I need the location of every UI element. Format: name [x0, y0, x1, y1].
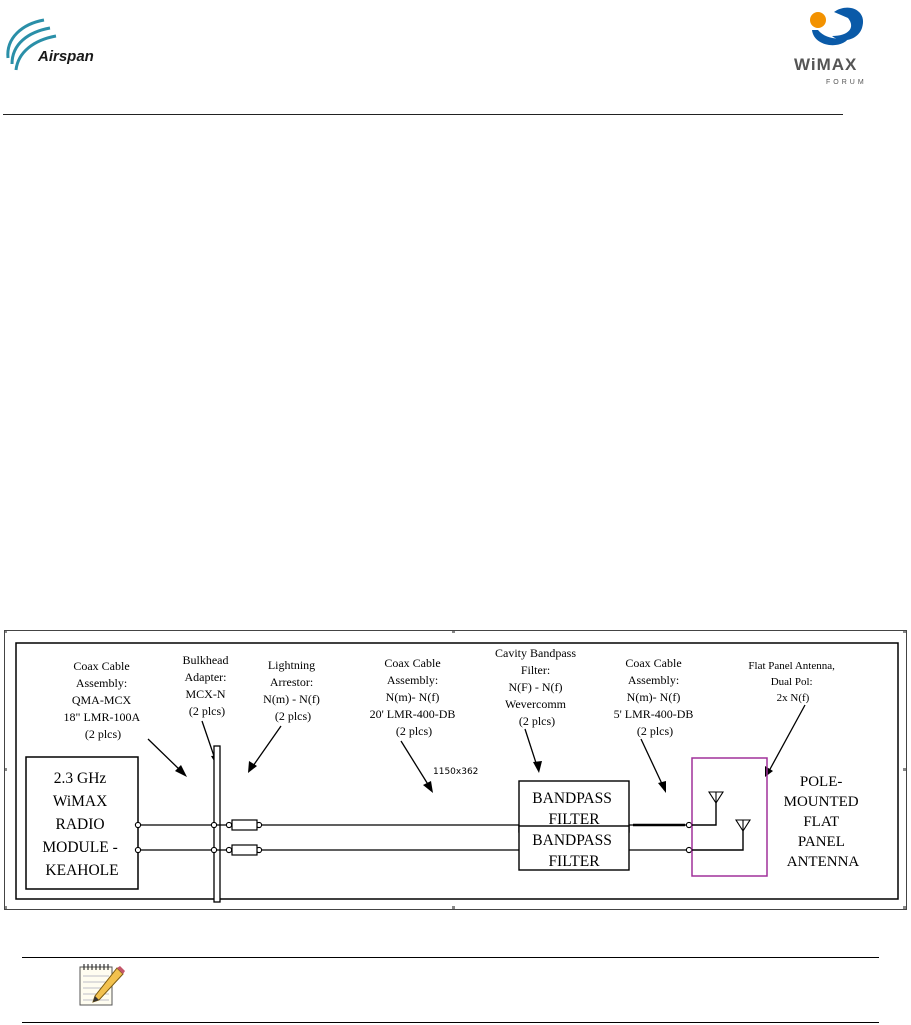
label-cavity-bandpass: Cavity Bandpass Filter: N(F) - N(f) Weve… — [495, 646, 579, 728]
bandpass-filter-1-label: BANDPASS FILTER — [532, 790, 615, 828]
lightning-arrestor-1 — [231, 819, 258, 831]
frame-handles — [5, 631, 906, 909]
radio-module-label: 2.3 GHz WiMAX RADIO MODULE - KEAHOLE — [42, 770, 121, 879]
antenna-enclosure — [691, 757, 768, 877]
notepad-pencil-icon — [79, 964, 125, 1006]
antenna-feeds — [692, 803, 744, 851]
airspan-logo: Airspan — [6, 18, 94, 71]
label-coax-lmr100a: Coax Cable Assembly: QMA-MCX 18" LMR-100… — [64, 659, 143, 741]
label-lightning-arrestor: Lightning Arrestor: N(m) - N(f) (2 plcs) — [263, 658, 323, 723]
airspan-logo-text: Airspan — [37, 48, 94, 65]
header-rule — [3, 114, 843, 115]
label-bulkhead-adapter: Bulkhead Adapter: MCX-N (2 plcs) — [183, 653, 232, 718]
label-coax-lmr400-20ft: Coax Cable Assembly: N(m)- N(f) 20' LMR-… — [370, 656, 459, 738]
label-flat-panel-antenna: Flat Panel Antenna, Dual Pol: 2x N(f) — [748, 660, 837, 704]
bandpass-filter-2 — [518, 825, 630, 871]
note-bottom-rule — [22, 1022, 879, 1023]
wimax-logo-sub: FORUM — [826, 79, 867, 86]
wimax-forum-logo: WiMAX FORUM — [794, 7, 867, 86]
bandpass-filter-2-label: BANDPASS FILTER — [532, 832, 615, 870]
wimax-logo-word: WiMAX — [794, 55, 857, 74]
rf-connection-diagram: Coax Cable Assembly: QMA-MCX 18" LMR-100… — [5, 631, 906, 909]
bandpass-filter-1 — [518, 780, 630, 833]
antenna-elements — [707, 791, 752, 833]
radio-module-box — [25, 756, 139, 890]
note-top-rule — [22, 957, 879, 958]
image-size-tag: 1150x362 — [433, 767, 478, 777]
label-coax-lmr400-5ft: Coax Cable Assembly: N(m)- N(f) 5' LMR-4… — [614, 656, 697, 738]
diagram-inner-border — [15, 642, 899, 900]
lightning-arrestor-2 — [231, 844, 258, 856]
pointer-arrows — [147, 704, 806, 787]
pole-mounted-antenna-label: POLE- MOUNTED FLAT PANEL ANTENNA — [784, 774, 863, 870]
